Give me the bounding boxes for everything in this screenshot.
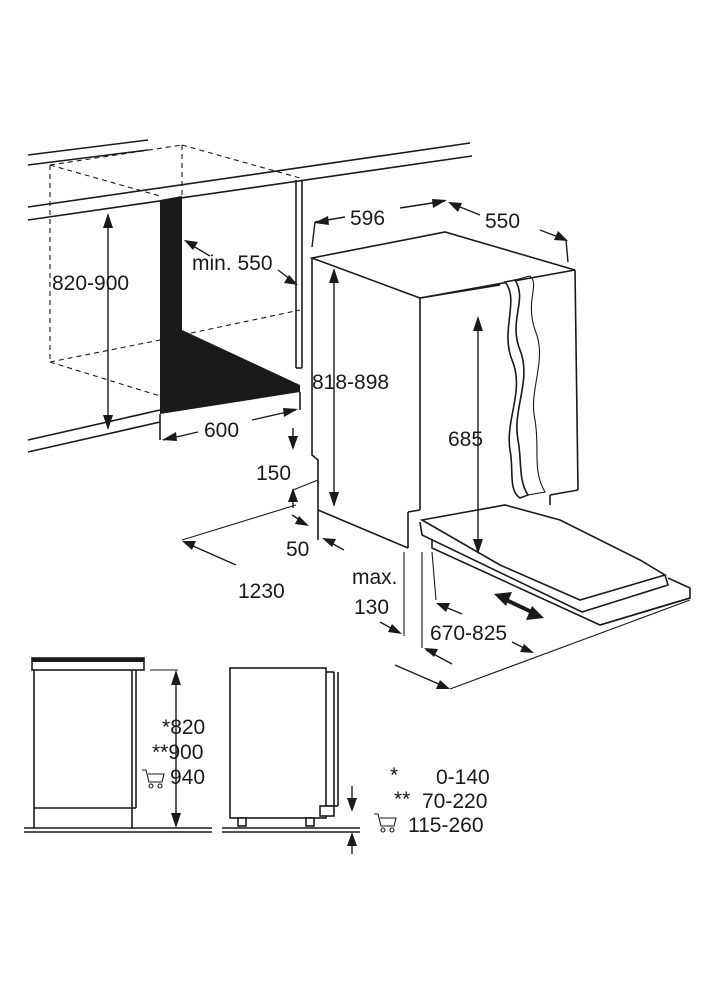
dim-width-600: 600 [162, 408, 298, 442]
cart-icon [142, 769, 165, 789]
right-legend: * 0-140 ** 70-220 115-260 [374, 764, 490, 837]
label-dim-150: 150 [256, 462, 291, 485]
label-dim-50: 50 [286, 538, 309, 561]
label-door-range: 670-825 [430, 622, 507, 645]
left-legend-row-1: *820 [162, 716, 205, 739]
dim-door-range: 670-825 [424, 551, 544, 665]
label-top-depth: 550 [485, 210, 520, 233]
side-view [222, 667, 360, 854]
label-min-depth: min. 550 [192, 252, 273, 275]
label-max: max. [352, 566, 398, 589]
dishwasher-drawing [309, 231, 691, 626]
left-legend-row-2: **900 [152, 741, 203, 764]
dim-150: 150 [256, 428, 319, 508]
front-view [24, 657, 212, 833]
dim-1230: 1230 [181, 504, 691, 690]
left-legend-row-3: 940 [170, 766, 205, 789]
cart-icon [374, 813, 397, 833]
dim-top-depth: 550 [448, 202, 569, 263]
label-door-height: 685 [448, 428, 483, 451]
dim-door-height: 685 [448, 316, 483, 554]
dim-max-130: max. 130 [352, 552, 423, 648]
legend-value-2: 70-220 [422, 790, 487, 813]
dim-top-width: 596 [311, 199, 447, 248]
label-max-130: 130 [354, 596, 389, 619]
legend-value-3: 115-260 [408, 814, 484, 837]
legend-symbol-1: * [390, 764, 398, 787]
left-legend: *820 **900 940 [142, 716, 205, 789]
legend-symbol-2: ** [394, 788, 410, 811]
label-height-818: 818-898 [312, 371, 389, 394]
legend-value-1: 0-140 [436, 766, 490, 789]
dim-height-818: 818-898 [312, 268, 389, 507]
label-height-range: 820-900 [52, 272, 129, 295]
niche-drawing [27, 139, 473, 453]
label-width-600: 600 [204, 419, 239, 442]
dim-height-range: 820-900 [52, 213, 129, 430]
label-top-width: 596 [350, 207, 385, 230]
dim-50: 50 [286, 514, 345, 561]
dim-min-depth: min. 550 [184, 240, 298, 285]
label-dim-1230: 1230 [238, 580, 285, 603]
